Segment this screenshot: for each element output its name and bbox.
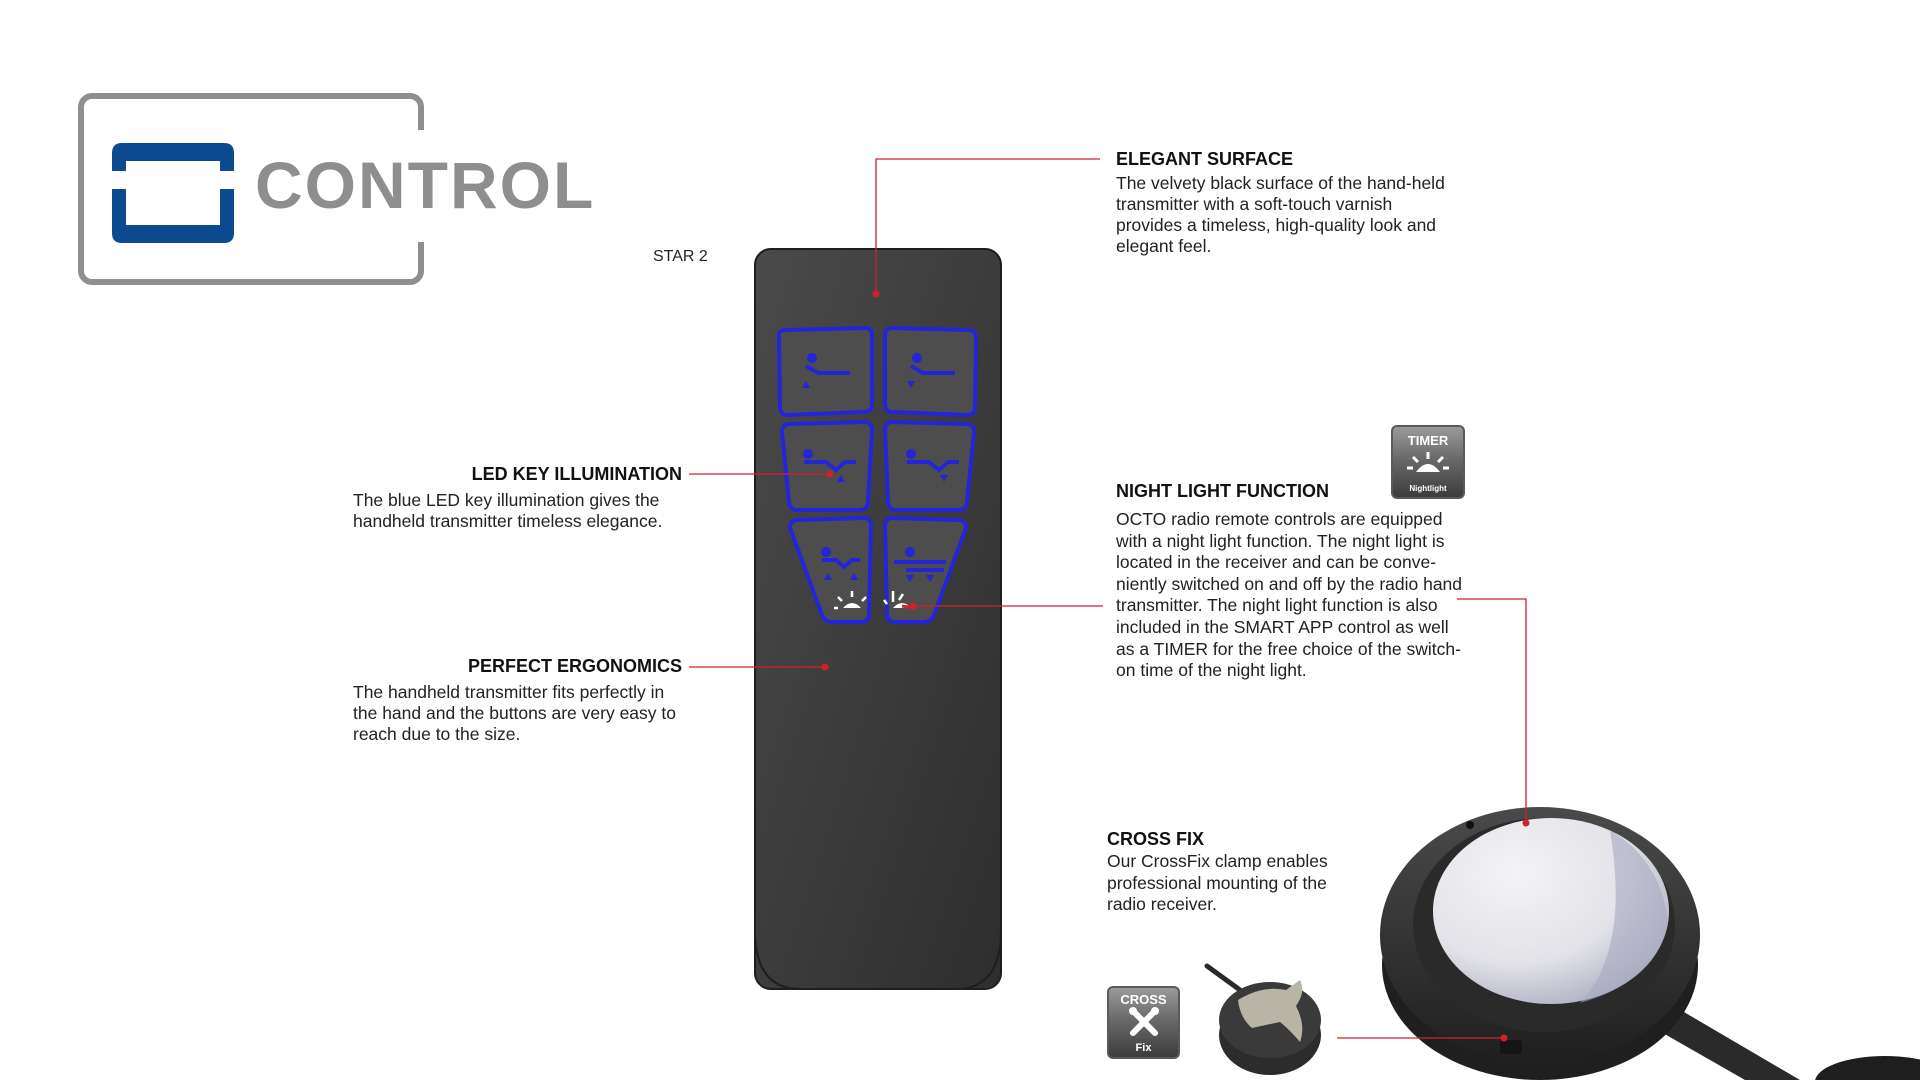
feature-body-cross-fix: Our CrossFix clamp enables professional … [1107, 851, 1328, 915]
feature-title-night-light: NIGHT LIGHT FUNCTION [1116, 481, 1329, 501]
feature-body-ergonomics: The handheld transmitter fits perfectly … [353, 682, 676, 744]
remote-button-all-up-light [787, 515, 874, 624]
cross-wrench-icon [1128, 1007, 1159, 1036]
brand-logo-icon [112, 143, 234, 243]
timer-nightlight-badge-icon: TIMER Nightlight [1391, 425, 1465, 499]
feature-body-led-illumination: The blue LED key illumination gives the … [353, 490, 663, 531]
feature-body-elegant-surface: The velvety black surface of the hand-he… [1116, 173, 1445, 256]
remote-button-feet-down [882, 419, 977, 512]
nightlight-sun-icon [1407, 452, 1449, 472]
leader-dots [821, 290, 1530, 1042]
feature-title-led-illumination: LED KEY ILLUMINATION [471, 464, 682, 484]
feature-title-cross-fix: CROSS FIX [1107, 829, 1205, 849]
remote-button-head-down [883, 325, 979, 418]
remote-button-feet-up [779, 419, 875, 512]
feature-body-night-light: OCTO radio remote controls are equipped … [1116, 509, 1463, 681]
remote-button-head-up [776, 325, 874, 418]
crossfix-clamp [1204, 963, 1321, 1075]
timer-badge-sublabel: Nightlight [1409, 484, 1447, 493]
logo-text: CONTROL [255, 148, 596, 222]
crossfix-badge-icon: CROSS Fix [1107, 986, 1180, 1059]
model-label: STAR 2 [653, 248, 708, 265]
logo-frame [78, 93, 424, 285]
feature-title-ergonomics: PERFECT ERGONOMICS [467, 656, 682, 676]
remote-button-all-down-light [882, 515, 969, 624]
feature-title-elegant-surface: ELEGANT SURFACE [1116, 149, 1294, 169]
cross-badge-label: CROSS [1120, 992, 1167, 1007]
logo-frame-gap [410, 130, 440, 242]
cross-badge-sublabel: Fix [1135, 1042, 1152, 1054]
radio-receiver [1380, 807, 1920, 1080]
leader-lines [689, 158, 1527, 1039]
timer-badge-label: TIMER [1407, 433, 1449, 448]
